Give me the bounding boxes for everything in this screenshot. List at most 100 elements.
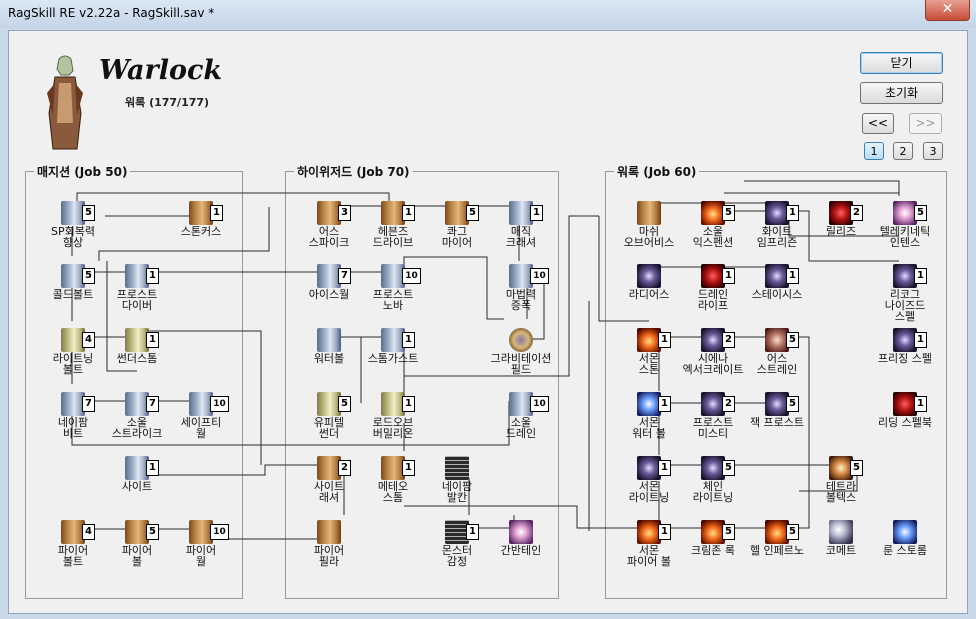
skill-icon[interactable]: 1 bbox=[189, 201, 223, 225]
skill-icon[interactable]: 1 bbox=[893, 392, 927, 416]
skill-icon[interactable] bbox=[637, 201, 661, 225]
skill-icon[interactable]: 1 bbox=[381, 201, 415, 225]
skill-icon[interactable]: 1 bbox=[125, 328, 159, 352]
skill-storm-round[interactable]: 룬 스토롬 bbox=[870, 520, 940, 556]
skill-icon[interactable]: 1 bbox=[637, 328, 671, 352]
skill-icon[interactable]: 1 bbox=[125, 456, 159, 480]
skill-icon[interactable]: 5 bbox=[61, 264, 95, 288]
skill-ganbantein[interactable]: 간반테인 bbox=[486, 520, 556, 556]
skill-icon[interactable]: 3 bbox=[317, 201, 351, 225]
window-close-button[interactable]: ✕ bbox=[925, 0, 970, 21]
skill-napalm-vulcan[interactable]: 네이팜 발칸 bbox=[422, 456, 492, 503]
skill-icon[interactable]: 1 bbox=[381, 456, 415, 480]
skill-icon[interactable]: 5 bbox=[765, 392, 799, 416]
skill-comet[interactable]: 코메트 bbox=[806, 520, 876, 556]
skill-water-ball[interactable]: 워터볼 bbox=[294, 328, 364, 364]
skill-icon[interactable]: 5 bbox=[445, 201, 479, 225]
skill-icon[interactable]: 2 bbox=[701, 392, 735, 416]
page-button-3[interactable]: 3 bbox=[923, 142, 943, 160]
skill-icon[interactable] bbox=[637, 264, 661, 288]
skill-icon[interactable]: 1 bbox=[381, 328, 415, 352]
prev-button[interactable]: << bbox=[862, 113, 894, 134]
skill-icon[interactable] bbox=[509, 520, 533, 544]
skill-icon[interactable]: 1 bbox=[445, 520, 479, 544]
skill-icon[interactable]: 1 bbox=[637, 456, 671, 480]
reset-button[interactable]: 초기화 bbox=[860, 82, 943, 104]
skill-icon[interactable] bbox=[509, 328, 533, 352]
skill-icon[interactable]: 10 bbox=[509, 392, 549, 416]
skill-icon[interactable]: 1 bbox=[893, 328, 927, 352]
skill-icon[interactable]: 5 bbox=[829, 456, 863, 480]
skill-icon[interactable]: 5 bbox=[765, 520, 799, 544]
skill-icon[interactable] bbox=[317, 520, 341, 544]
skill-fire-pillar[interactable]: 파이어 필라 bbox=[294, 520, 364, 567]
skill-icon[interactable]: 1 bbox=[893, 264, 927, 288]
skill-icon[interactable]: 1 bbox=[125, 264, 159, 288]
close-button[interactable]: 닫기 bbox=[860, 52, 943, 74]
skill-icon[interactable]: 5 bbox=[125, 520, 159, 544]
skill-icon[interactable]: 1 bbox=[381, 392, 415, 416]
skill-icon[interactable]: 2 bbox=[317, 456, 351, 480]
skill-icon[interactable]: 5 bbox=[701, 201, 735, 225]
skill-icon[interactable]: 5 bbox=[61, 201, 95, 225]
skill-icon[interactable]: 4 bbox=[61, 520, 95, 544]
skill-icon[interactable]: 10 bbox=[189, 520, 229, 544]
skill-icon[interactable] bbox=[445, 456, 469, 480]
skill-icon[interactable]: 1 bbox=[701, 264, 735, 288]
skill-icon[interactable]: 5 bbox=[701, 456, 735, 480]
skill-icon[interactable]: 5 bbox=[765, 328, 799, 352]
skill-icon[interactable]: 5 bbox=[317, 392, 351, 416]
skill-icon[interactable]: 4 bbox=[61, 328, 95, 352]
skill-icon[interactable]: 1 bbox=[637, 520, 671, 544]
skill-icon[interactable]: 1 bbox=[765, 264, 799, 288]
skill-icon[interactable]: 1 bbox=[509, 201, 543, 225]
skill-icon[interactable] bbox=[317, 328, 341, 352]
skill-icon[interactable]: 10 bbox=[189, 392, 229, 416]
skill-icon[interactable]: 2 bbox=[701, 328, 735, 352]
skill-icon[interactable] bbox=[829, 520, 853, 544]
skill-icon[interactable]: 1 bbox=[765, 201, 799, 225]
skill-icon[interactable]: 2 bbox=[829, 201, 863, 225]
page-button-2[interactable]: 2 bbox=[893, 142, 913, 160]
page-button-1[interactable]: 1 bbox=[864, 142, 884, 160]
skill-icon[interactable]: 1 bbox=[637, 392, 671, 416]
